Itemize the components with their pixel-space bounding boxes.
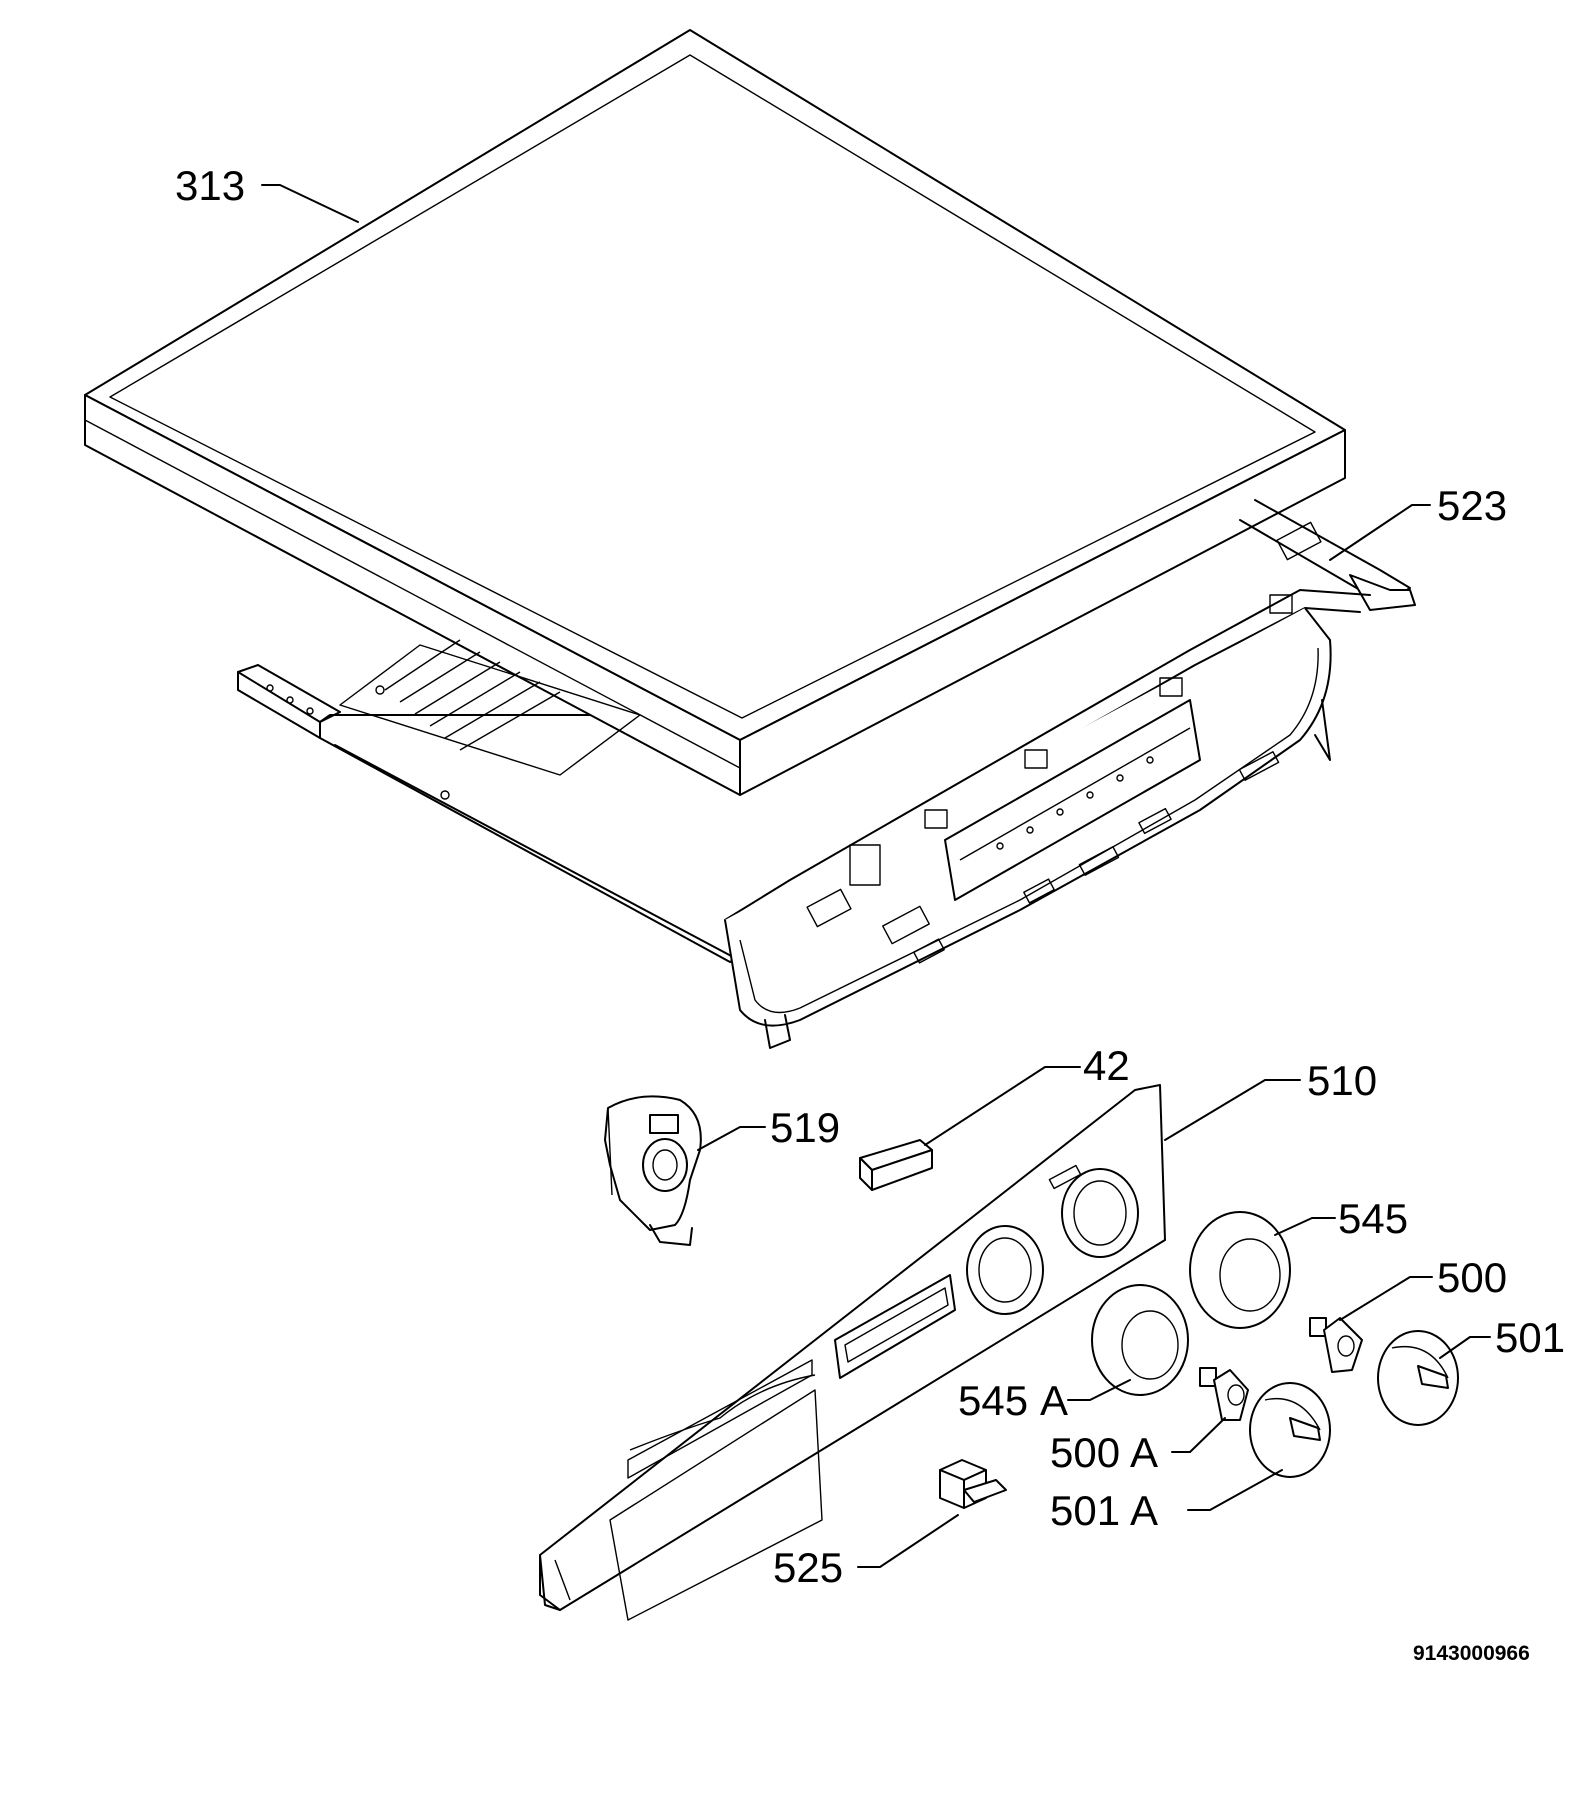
- part-525: [939, 1459, 1007, 1509]
- part-501-knob: [1377, 1330, 1459, 1426]
- leader-519: [697, 1126, 766, 1151]
- callout-500a: 500: [1050, 1429, 1120, 1476]
- callout-500: 500: [1437, 1254, 1507, 1301]
- leader-545: [1274, 1217, 1336, 1236]
- callout-313: 313: [175, 162, 245, 209]
- leader-42: [924, 1066, 1081, 1146]
- leader-lines: [261, 184, 1491, 1568]
- leader-500: [1339, 1276, 1433, 1321]
- callout-545a-suffix: A: [1040, 1377, 1068, 1424]
- part-501a-knob: [1249, 1382, 1331, 1478]
- callout-510: 510: [1307, 1057, 1377, 1104]
- callout-525: 525: [773, 1544, 843, 1591]
- leader-500a: [1171, 1417, 1226, 1453]
- part-510-fascia: [539, 1084, 1166, 1621]
- part-500a-spindle: [1199, 1367, 1249, 1421]
- callout-519: 519: [770, 1104, 840, 1151]
- callout-500a-suffix: A: [1130, 1429, 1158, 1476]
- callout-labels: 313 523 42 510 519 545 500 501 545 A 500…: [175, 162, 1565, 1591]
- callout-545: 545: [1338, 1195, 1408, 1242]
- part-545a-knob-ring: [1091, 1284, 1189, 1396]
- callout-501a-suffix: A: [1130, 1487, 1158, 1534]
- part-523-frame: [237, 499, 1416, 1049]
- leader-523: [1329, 504, 1431, 561]
- part-500-spindle: [1309, 1317, 1363, 1373]
- callout-42: 42: [1083, 1042, 1130, 1089]
- callout-501: 501: [1495, 1314, 1565, 1361]
- part-519: [604, 1095, 702, 1246]
- leader-501: [1439, 1336, 1491, 1359]
- leader-525: [857, 1514, 959, 1568]
- callout-523: 523: [1437, 482, 1507, 529]
- callout-545a: 545: [958, 1377, 1028, 1424]
- part-42: [859, 1139, 933, 1191]
- leader-313: [261, 184, 359, 223]
- leader-510: [1164, 1079, 1301, 1141]
- part-545-knob-ring: [1189, 1211, 1291, 1329]
- leader-501a: [1187, 1469, 1283, 1511]
- document-id: 9143000966: [1413, 1642, 1530, 1665]
- callout-501a: 501: [1050, 1487, 1120, 1534]
- leader-545a: [1067, 1379, 1131, 1401]
